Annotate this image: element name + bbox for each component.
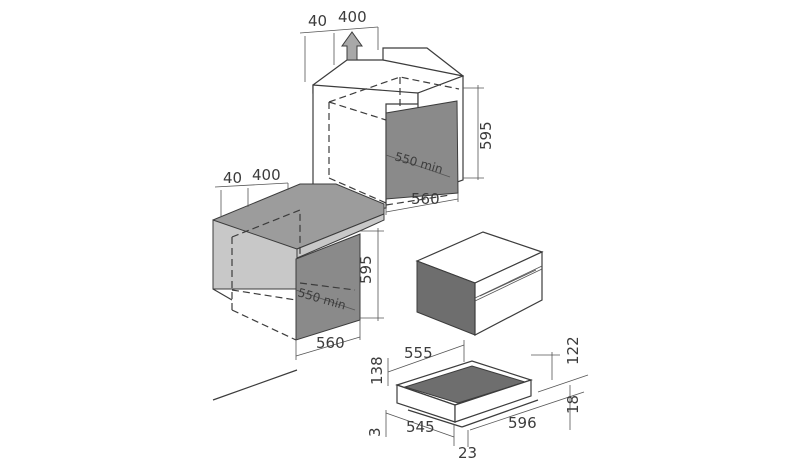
drawer-width-label: 596	[508, 414, 537, 432]
lower-width-dimension: 560	[295, 320, 361, 360]
upper-top-dimension: 40 400	[299, 8, 379, 82]
drawer-depth-top-label: 555	[404, 344, 433, 362]
drawer-offset-label: 23	[458, 444, 477, 462]
drawer-top-dimension: 138 555 122	[368, 336, 582, 386]
upper-depth-top-label: 400	[338, 8, 367, 26]
drawer-depth-bottom-label: 545	[406, 418, 435, 436]
drawer-bottom-dimension: 3 545 23 596 18	[366, 374, 589, 462]
drawer-height-right-label: 122	[564, 336, 582, 365]
vent-arrow-icon	[341, 31, 363, 61]
drawer-height-left-label: 138	[368, 356, 386, 385]
lower-depth-gap-label: 40	[223, 169, 242, 187]
oven-appliance	[415, 231, 544, 336]
upper-height-label: 595	[477, 121, 495, 150]
lower-depth-top-label: 400	[252, 166, 281, 184]
upper-height-dimension: 595	[463, 85, 495, 180]
lower-cabinet	[212, 183, 385, 401]
warming-drawer	[395, 360, 539, 428]
lower-width-label: 560	[316, 334, 345, 352]
upper-width-label: 560	[411, 190, 440, 208]
lower-height-label: 595	[357, 255, 375, 284]
upper-cabinet	[312, 47, 465, 211]
drawer-front-height-label: 18	[564, 395, 582, 414]
drawer-gap-label: 3	[366, 427, 384, 437]
upper-width-dimension: 560	[385, 190, 459, 215]
lower-top-dimension: 40 400	[214, 166, 289, 217]
upper-depth-gap-label: 40	[308, 12, 327, 30]
lower-height-dimension: 595	[357, 228, 384, 321]
